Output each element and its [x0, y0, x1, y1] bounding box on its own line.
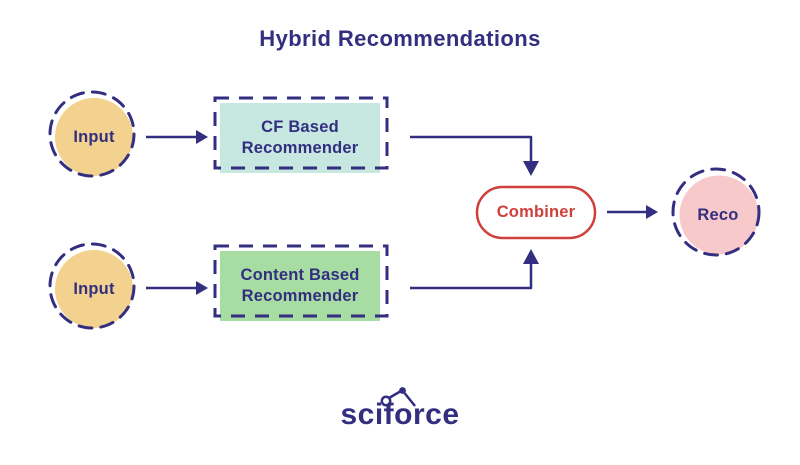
arrow-input1-to-cf	[146, 130, 208, 144]
reco-circle-fill	[679, 175, 759, 255]
input2-node	[48, 242, 136, 330]
content-box-fill	[220, 251, 380, 321]
input2-circle-dashed-outline	[48, 242, 136, 330]
cf-recommender-node	[213, 96, 389, 173]
content-box-dashed-outline	[213, 244, 389, 318]
input1-circle-fill	[55, 98, 133, 176]
arrow-input2-to-content	[146, 281, 208, 295]
arrow-content-to-combiner	[410, 249, 539, 290]
input1-circle-dashed-outline	[48, 90, 136, 178]
arrow-cf-to-combiner	[410, 135, 539, 176]
arrow-combiner-to-reco	[607, 205, 658, 219]
sciforce-molecule-icon	[380, 387, 416, 407]
cf-box-fill	[220, 103, 380, 173]
reco-circle-dashed-outline	[671, 167, 761, 257]
input2-circle-fill	[55, 250, 133, 328]
combiner-pill-outline	[475, 185, 597, 240]
sciforce-logo: sciforce	[340, 398, 460, 431]
reco-node	[671, 167, 761, 257]
cf-box-dashed-outline	[213, 96, 389, 170]
input1-node	[48, 90, 136, 178]
combiner-node	[475, 185, 597, 240]
page-title: Hybrid Recommendations	[259, 26, 541, 51]
content-recommender-node	[213, 244, 389, 321]
